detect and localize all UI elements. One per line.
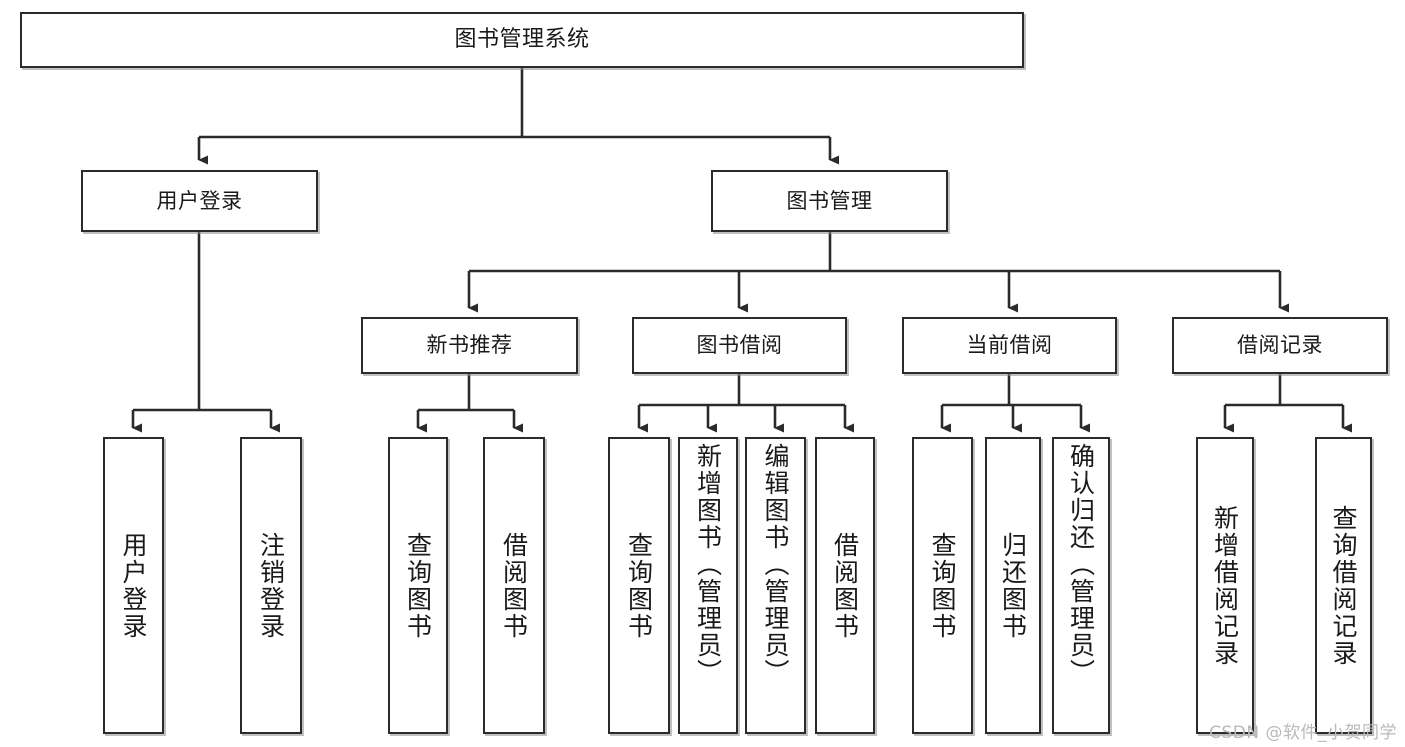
node-borrow-record-label: 借阅记录 <box>1237 333 1323 358</box>
node-book-manage[interactable]: 图书管理 <box>711 170 948 232</box>
node-new-book-rec-label: 新书推荐 <box>426 333 513 358</box>
node-leaf-edit-book[interactable]: 编辑图书（管理员） <box>745 437 806 734</box>
node-leaf-query-book-bb-label: 查询图书 <box>624 531 654 640</box>
node-leaf-query-book-bb[interactable]: 查询图书 <box>608 437 670 734</box>
node-leaf-add-record-label: 新增借阅记录 <box>1210 504 1240 667</box>
node-leaf-confirm-return[interactable]: 确认归还（管理员） <box>1052 437 1110 734</box>
node-root[interactable]: 图书管理系统 <box>20 12 1024 68</box>
node-leaf-user-logout[interactable]: 注销登录 <box>240 437 302 734</box>
node-leaf-user-login-label: 用户登录 <box>119 531 148 640</box>
node-current-borrow[interactable]: 当前借阅 <box>902 317 1117 374</box>
node-leaf-return-book-label: 归还图书 <box>998 531 1028 640</box>
node-new-book-rec[interactable]: 新书推荐 <box>361 317 578 374</box>
node-leaf-user-logout-label: 注销登录 <box>256 531 286 640</box>
node-current-borrow-label: 当前借阅 <box>966 333 1053 358</box>
watermark: CSDN @软件_小贺同学 <box>1209 723 1397 743</box>
node-leaf-borrow-book-rec-label: 借阅图书 <box>499 531 529 640</box>
node-root-label: 图书管理系统 <box>454 27 590 53</box>
node-leaf-return-book[interactable]: 归还图书 <box>985 437 1041 734</box>
node-leaf-borrow-book-rec[interactable]: 借阅图书 <box>483 437 545 734</box>
node-user-login[interactable]: 用户登录 <box>81 170 318 232</box>
node-leaf-confirm-return-label: 确认归还（管理员） <box>1066 443 1096 686</box>
node-book-manage-label: 图书管理 <box>786 188 873 213</box>
node-leaf-query-book-cb[interactable]: 查询图书 <box>912 437 973 734</box>
node-book-borrow[interactable]: 图书借阅 <box>632 317 847 374</box>
node-leaf-borrow-book-bb[interactable]: 借阅图书 <box>815 437 875 734</box>
node-leaf-query-record-label: 查询借阅记录 <box>1329 504 1358 667</box>
node-leaf-borrow-book-bb-label: 借阅图书 <box>830 531 860 640</box>
node-borrow-record[interactable]: 借阅记录 <box>1172 317 1388 374</box>
node-leaf-user-login[interactable]: 用户登录 <box>103 437 164 734</box>
node-leaf-add-book-label: 新增图书（管理员） <box>693 443 723 686</box>
node-leaf-edit-book-label: 编辑图书（管理员） <box>761 443 790 686</box>
node-user-login-label: 用户登录 <box>156 188 243 213</box>
node-leaf-add-record[interactable]: 新增借阅记录 <box>1196 437 1254 734</box>
node-leaf-query-book-rec[interactable]: 查询图书 <box>388 437 448 734</box>
node-leaf-query-record[interactable]: 查询借阅记录 <box>1315 437 1372 734</box>
node-leaf-add-book[interactable]: 新增图书（管理员） <box>678 437 738 734</box>
node-book-borrow-label: 图书借阅 <box>696 333 783 358</box>
node-leaf-query-book-cb-label: 查询图书 <box>928 531 957 640</box>
node-leaf-query-book-rec-label: 查询图书 <box>403 531 433 640</box>
